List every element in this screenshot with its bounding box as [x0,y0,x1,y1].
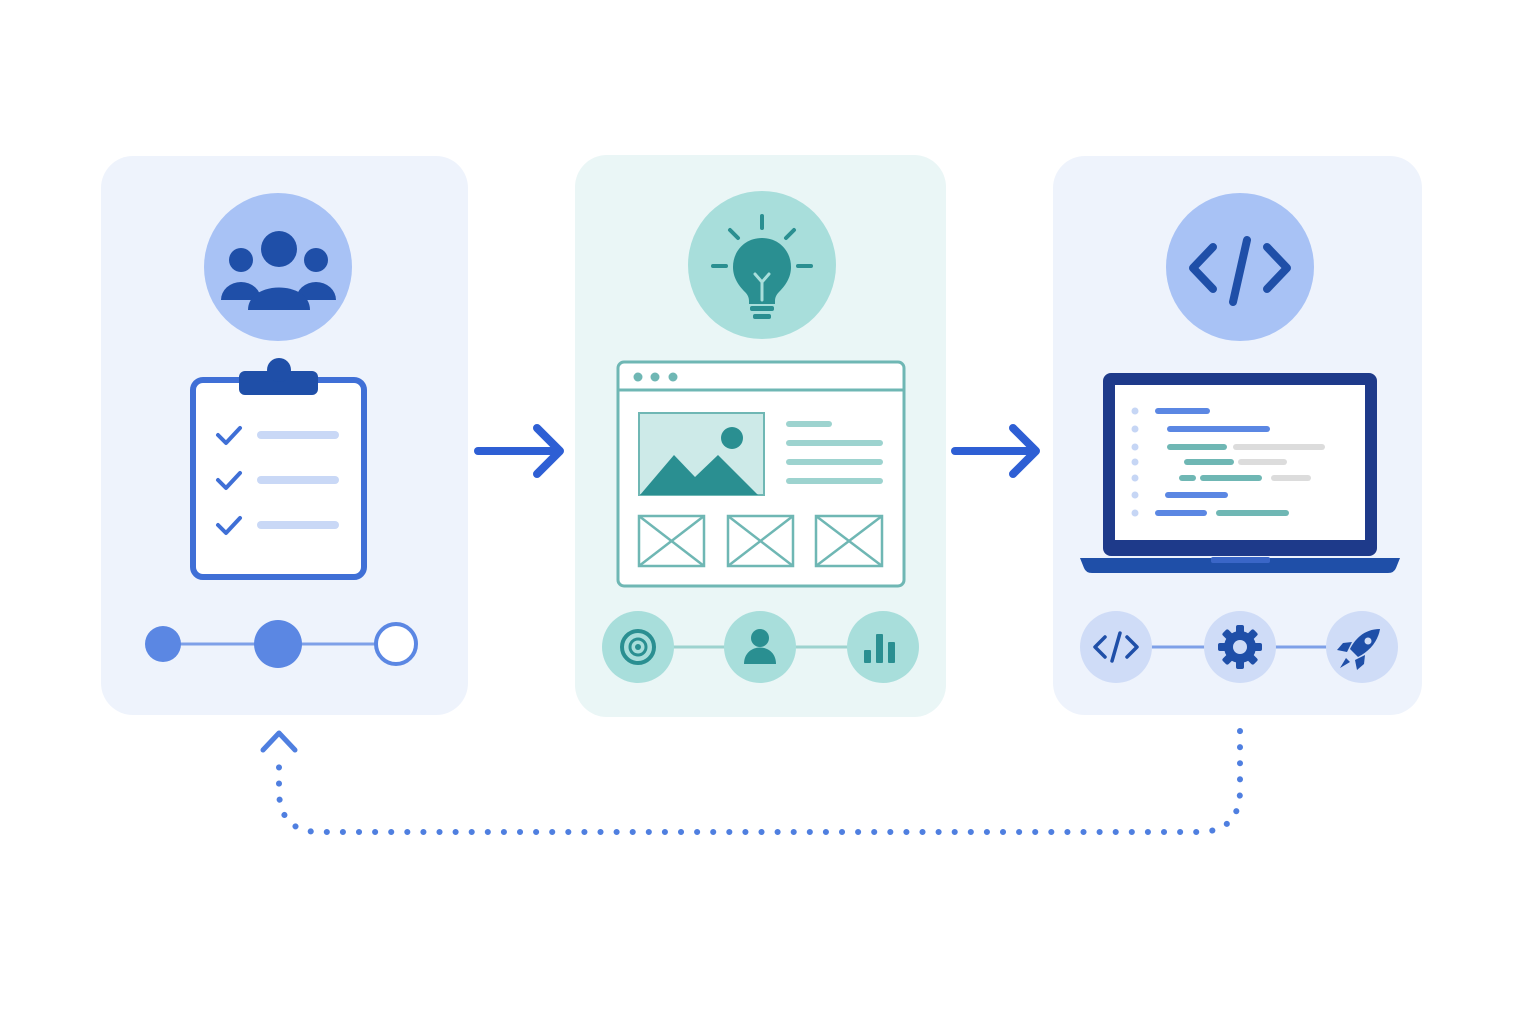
target-icon [602,611,674,683]
checklist-item [216,471,339,490]
user-icon [724,611,796,683]
laptop-code-editor-icon [1080,373,1400,573]
progress-step-done [145,626,181,662]
rocket-icon [1326,611,1398,683]
gear-icon [1204,611,1276,683]
code-editor-lines [1131,407,1325,517]
lightbulb-icon [711,214,813,319]
stage-3-top-badge [1166,193,1314,341]
progress-step-pending [374,622,418,666]
image-placeholder-icon [638,412,765,496]
stage-2-top-badge [688,191,836,339]
wireframe-box [637,514,706,568]
checklist-item [216,516,339,535]
website-wireframe-icon [616,360,906,588]
stage-1-progress-track [145,620,418,668]
feedback-loop-arrow [260,728,1243,835]
progress-step-current [254,620,302,668]
stage-3-bottom-icons [1080,611,1398,683]
arrow-stage-1-to-2 [474,424,564,478]
users-group-icon [221,231,336,310]
clipboard-checklist-icon [190,358,367,580]
checklist-item [216,426,339,445]
wireframe-box [814,514,884,568]
wireframe-box [726,514,795,568]
code-brackets-icon [1189,236,1291,306]
stage-1-top-badge [204,193,352,341]
stage-2-bottom-icons [602,611,919,683]
bar-chart-icon [847,611,919,683]
arrow-stage-2-to-3 [951,424,1040,478]
code-brackets-icon [1080,611,1152,683]
